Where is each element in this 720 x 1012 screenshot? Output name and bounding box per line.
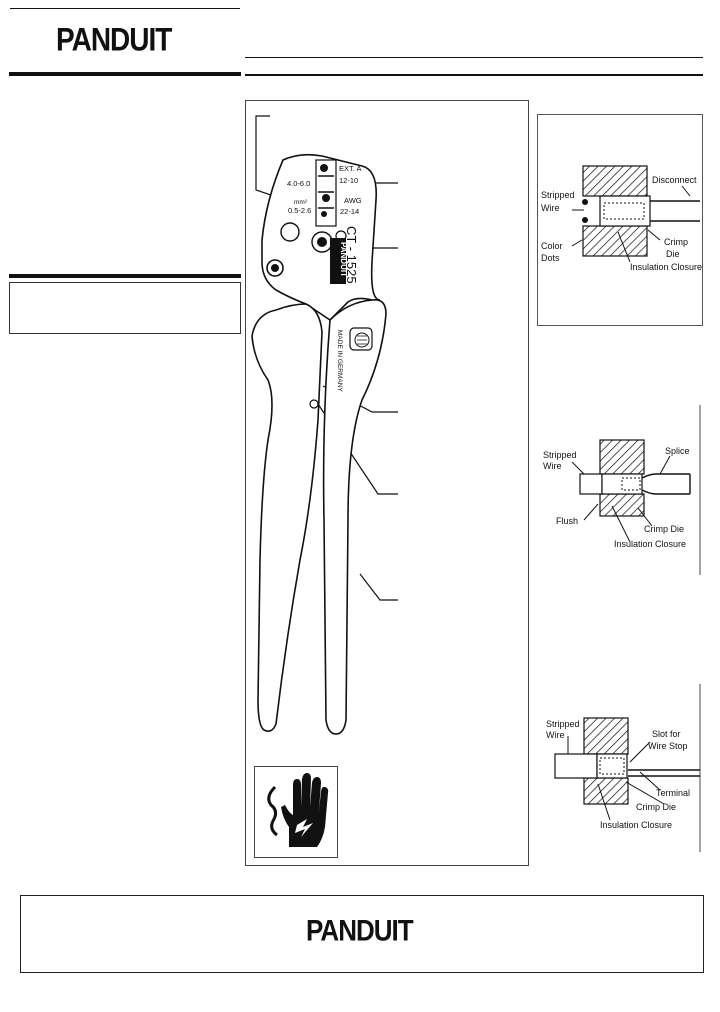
d1-crimp-die-2: Die — [666, 249, 680, 259]
brand-plate-text: PANDUIT — [339, 242, 348, 277]
splice-crimp-diagram: Stripped Wire Splice Flush Crimp Die Ins… — [543, 405, 701, 575]
leader-line-5 — [359, 573, 398, 601]
disconnect-crimp-diagram: Stripped Wire Disconnect Color Dots Crim… — [541, 165, 702, 272]
d3-crimp-die: Crimp Die — [636, 802, 676, 812]
d1-crimp-die-1: Crimp — [664, 237, 688, 247]
d1-disconnect: Disconnect — [652, 175, 697, 185]
d2-flush: Flush — [556, 516, 578, 526]
crimp-tool-illustration: PANDUIT MADE IN GERMANY EXT. A 4.0-6.0 1… — [251, 115, 398, 735]
footer-box — [20, 895, 704, 973]
title-rule-upper — [245, 57, 703, 58]
d3-stripped-wire-2: Wire — [546, 730, 565, 740]
d3-slot-1: Slot for — [652, 729, 681, 739]
d1-insulation-closure: Insulation Closure — [630, 262, 702, 272]
d3-terminal: Terminal — [656, 788, 690, 798]
header-top-rule — [10, 8, 240, 9]
d3-stripped-wire-1: Stripped — [546, 719, 580, 729]
unit-label: mm² — [294, 199, 308, 206]
d3-slot-2: Wire Stop — [648, 741, 688, 751]
shock-warning-icon — [254, 766, 338, 858]
d1-color-dots-2: Dots — [541, 253, 560, 263]
d2-insulation-closure: Insulation Closure — [614, 539, 686, 549]
pivot-hole-1 — [280, 222, 300, 242]
brand-plate — [330, 238, 346, 284]
d1-color-dots-1: Color — [541, 241, 563, 251]
color-band-label: EXT. A — [339, 164, 362, 173]
title-rule-lower — [245, 74, 703, 76]
left-section-rule — [9, 274, 241, 278]
terminal-crimp-diagram: Stripped Wire Slot for Wire Stop Termina… — [546, 684, 701, 852]
awg-lower: 22-14 — [340, 207, 359, 216]
d1-stripped-wire-1: Stripped — [541, 190, 575, 200]
awg-label: AWG — [344, 196, 362, 205]
moving-handle — [251, 303, 323, 732]
footer-panduit-logo: PANDUIT — [306, 912, 414, 948]
panduit-logo: PANDUIT — [56, 21, 172, 58]
size-mm-right: 0.5-2.6 — [288, 206, 311, 215]
model-number: CT - 1525 — [344, 226, 359, 284]
d1-stripped-wire-2: Wire — [541, 203, 560, 213]
d2-splice: Splice — [665, 446, 690, 456]
d3-insulation-closure: Insulation Closure — [600, 820, 672, 830]
fixed-handle — [322, 298, 387, 735]
tool-figure-panel — [245, 100, 529, 866]
header-thick-rule — [9, 72, 241, 76]
left-note-box — [9, 282, 241, 334]
size-mm-left: 4.0-6.0 — [287, 179, 310, 188]
origin-text: MADE IN GERMANY — [336, 330, 343, 392]
d2-stripped-wire-1: Stripped — [543, 450, 577, 460]
d2-crimp-die: Crimp Die — [644, 524, 684, 534]
d2-stripped-wire-2: Wire — [543, 461, 562, 471]
disconnect-diagram-panel — [537, 114, 703, 326]
awg-upper: 12-10 — [339, 176, 358, 185]
